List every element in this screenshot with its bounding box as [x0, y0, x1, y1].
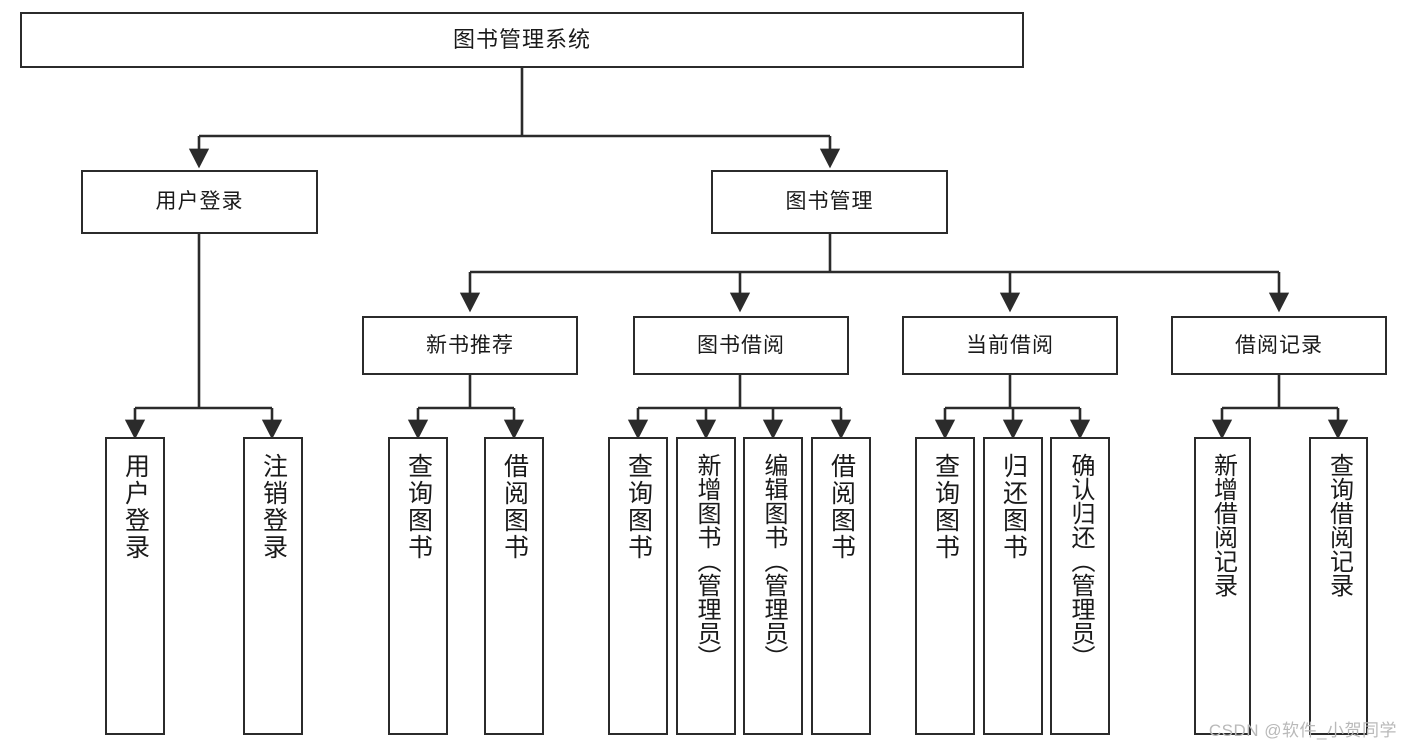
node-label: 注销登录 — [259, 453, 288, 561]
leaf-current-query-book[interactable]: 查询图书 — [915, 437, 975, 735]
node-user-login[interactable]: 用户登录 — [81, 170, 318, 234]
leaf-borrow-query-book[interactable]: 查询图书 — [608, 437, 668, 735]
node-book-borrow[interactable]: 图书借阅 — [633, 316, 849, 375]
node-root-system[interactable]: 图书管理系统 — [20, 12, 1024, 68]
leaf-current-confirm-return-admin[interactable]: 确认归还（管理员） — [1050, 437, 1110, 735]
node-label: 图书管理 — [785, 190, 874, 214]
node-label: 确认归还（管理员） — [1067, 453, 1094, 669]
csdn-watermark: CSDN @软件_小贺同学 — [1208, 721, 1397, 740]
leaf-record-query-borrow-record[interactable]: 查询借阅记录 — [1309, 437, 1368, 735]
node-label: 用户登录 — [155, 190, 244, 214]
node-label: 新书推荐 — [426, 333, 514, 357]
leaf-borrow-add-book-admin[interactable]: 新增图书（管理员） — [676, 437, 736, 735]
leaf-record-add-borrow-record[interactable]: 新增借阅记录 — [1194, 437, 1251, 735]
node-label: 查询借阅记录 — [1325, 453, 1353, 597]
node-current-borrow[interactable]: 当前借阅 — [902, 316, 1118, 375]
leaf-borrow-edit-book-admin[interactable]: 编辑图书（管理员） — [743, 437, 803, 735]
leaf-user-login-logout[interactable]: 注销登录 — [243, 437, 303, 735]
node-label: 借阅图书 — [500, 453, 529, 561]
node-label: 图书借阅 — [697, 333, 785, 357]
leaf-new-book-borrow[interactable]: 借阅图书 — [484, 437, 544, 735]
node-new-book-recommend[interactable]: 新书推荐 — [362, 316, 578, 375]
node-label: 新增借阅记录 — [1209, 453, 1237, 597]
node-label: 查询图书 — [404, 453, 433, 561]
leaf-borrow-borrow-book[interactable]: 借阅图书 — [811, 437, 871, 735]
node-book-management[interactable]: 图书管理 — [711, 170, 948, 234]
node-label: 新增图书（管理员） — [693, 453, 720, 669]
node-label: 用户登录 — [121, 453, 150, 561]
node-borrow-record[interactable]: 借阅记录 — [1171, 316, 1387, 375]
node-label: 查询图书 — [624, 453, 653, 561]
node-label: 当前借阅 — [966, 333, 1054, 357]
node-label: 借阅记录 — [1235, 333, 1323, 357]
node-label: 借阅图书 — [827, 453, 856, 561]
leaf-current-return-book[interactable]: 归还图书 — [983, 437, 1043, 735]
node-label: 查询图书 — [931, 453, 960, 561]
node-label: 编辑图书（管理员） — [760, 453, 787, 669]
node-label: 归还图书 — [999, 453, 1028, 561]
leaf-new-book-query[interactable]: 查询图书 — [388, 437, 448, 735]
leaf-user-login-login[interactable]: 用户登录 — [105, 437, 165, 735]
node-label: 图书管理系统 — [452, 26, 591, 52]
